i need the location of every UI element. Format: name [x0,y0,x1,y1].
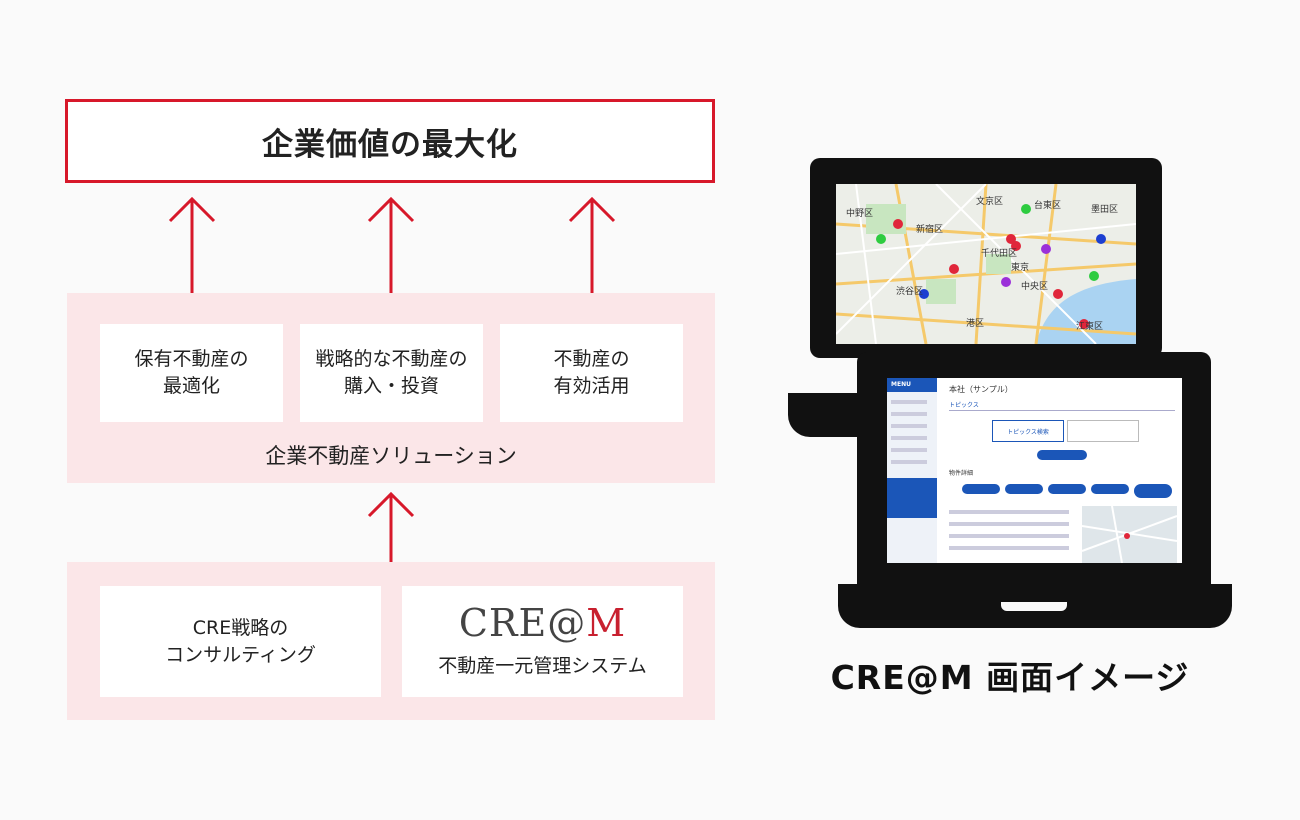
map-label: 中央区 [1021,282,1049,292]
consulting-label: CRE戦略の コンサルティング [165,616,316,666]
card-label: 戦略的な不動産の 購入・投資 [315,348,468,397]
laptop-device: MENU 本社（サンプル） トピックス トピックス検索 物件詳細 [857,352,1211,584]
topic-list-button[interactable] [1037,450,1087,460]
card-label: 不動産の 有効活用 [553,348,630,397]
map-label: 東京 [1011,263,1030,273]
device-caption: CRE@M 画面イメージ [800,650,1220,700]
logo-main: CRE@ [458,601,587,645]
map-image [836,184,1136,344]
map-label: 渋谷区 [896,287,924,297]
arrow-up-icon [162,195,222,295]
map-label: 港区 [966,319,985,329]
system-label: 不動産一元管理システム [438,655,647,677]
cream-logo: CRE@M [459,603,626,643]
app-action-button[interactable] [1134,484,1172,498]
app-action-button[interactable] [1005,484,1043,494]
map-label: 江東区 [1076,322,1104,332]
map-label: 中野区 [846,209,874,219]
map-label: 新宿区 [916,225,944,235]
solution-caption: 企業不動産ソリューション [67,438,715,472]
laptop-notch [1001,602,1067,611]
app-action-button[interactable] [962,484,1000,494]
tablet-device: 中野区 新宿区 文京区 台東区 墨田区 千代田区 東京 渋谷区 中央区 港区 江… [810,158,1162,358]
solution-card-utilization: 不動産の 有効活用 [500,324,683,422]
solution-card-investment: 戦略的な不動産の 購入・投資 [300,324,483,422]
app-topics-heading: トピックス [949,402,979,409]
arrow-up-icon [562,195,622,295]
arrow-up-icon [361,490,421,562]
app-action-button[interactable] [1091,484,1129,494]
consulting-card: CRE戦略の コンサルティング [100,586,381,697]
solution-caption-text: 企業不動産ソリューション [265,444,517,468]
app-property-heading: 物件詳細 [949,470,974,477]
goal-label: 企業価値の最大化 [262,126,518,163]
topic-search-button[interactable]: トピックス検索 [992,420,1064,442]
app-action-button[interactable] [1048,484,1086,494]
card-label: 保有不動産の 最適化 [134,348,249,397]
map-label: 墨田区 [1091,205,1119,215]
system-card: CRE@M 不動産一元管理システム [402,586,683,697]
tablet-stand [788,393,860,437]
app-menu-title: MENU [887,378,937,392]
new-topic-button[interactable] [1067,420,1139,442]
app-page-title: 本社（サンプル） [949,385,1013,394]
logo-accent: M [586,601,627,645]
device-caption-text: CRE@M 画面イメージ [830,658,1190,697]
arrow-up-icon [361,195,421,295]
goal-box: 企業価値の最大化 [65,99,715,183]
app-sidebar: MENU [887,378,937,563]
map-label: 台東区 [1034,201,1062,211]
app-map-thumbnail [1081,505,1178,563]
map-label: 千代田区 [981,249,1018,259]
app-screen: MENU 本社（サンプル） トピックス トピックス検索 物件詳細 [887,378,1182,563]
laptop-base [838,584,1232,628]
map-screen: 中野区 新宿区 文京区 台東区 墨田区 千代田区 東京 渋谷区 中央区 港区 江… [836,184,1136,344]
map-label: 文京区 [976,197,1004,207]
solution-card-optimization: 保有不動産の 最適化 [100,324,283,422]
